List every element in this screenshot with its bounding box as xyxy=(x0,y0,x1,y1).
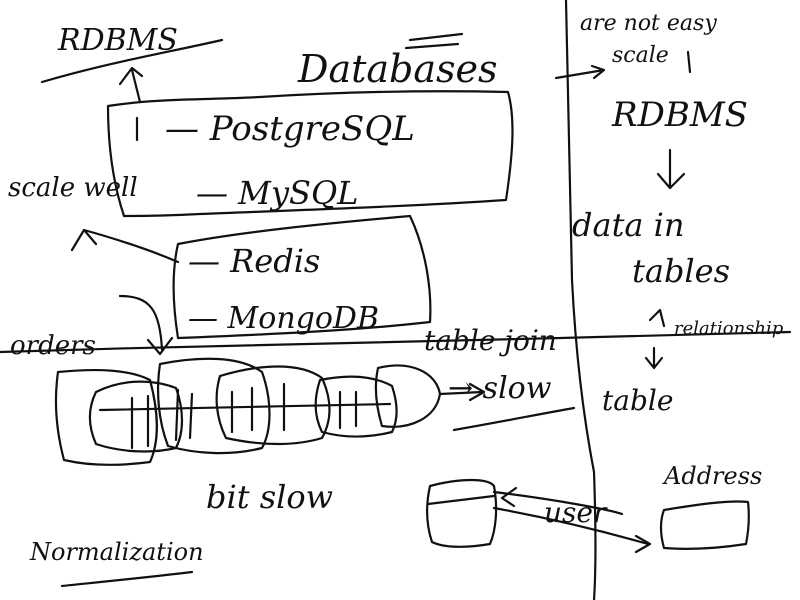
note-tick xyxy=(686,50,692,74)
horizontal-divider xyxy=(0,330,792,354)
databases-stroke-1 xyxy=(408,32,464,42)
databases-title: Databases xyxy=(297,47,498,91)
rdbms-right-label: RDBMS xyxy=(611,95,748,135)
relationship-arrow-up xyxy=(648,308,666,328)
bit-slow-label: bit slow xyxy=(206,478,333,516)
arrow-scale-well xyxy=(70,228,180,264)
data-in-label: data in xyxy=(572,206,685,244)
table-shape-6 xyxy=(374,364,442,428)
rdbms-underline xyxy=(40,38,224,84)
arrow-databases-to-note xyxy=(554,64,606,80)
table-join-label: table join xyxy=(424,324,557,357)
normalization-label: Normalization xyxy=(29,538,204,566)
table-shape-1 xyxy=(54,368,158,466)
redis-label: — Redis xyxy=(188,242,320,280)
nosql-databases-box xyxy=(172,214,432,340)
table-shape-4 xyxy=(215,365,331,446)
mongodb-label: — MongoDB xyxy=(188,301,379,336)
table-shape-2 xyxy=(88,380,184,453)
vertical-divider xyxy=(564,0,597,600)
table-join-chain xyxy=(54,357,486,466)
relationship-arrow-down xyxy=(644,346,664,370)
databases-stroke-2 xyxy=(404,42,460,50)
relationship-label: relationship xyxy=(674,318,784,339)
user-table-header-line xyxy=(426,494,496,506)
rdbms-top-left-label: RDBMS xyxy=(57,23,178,58)
slow-underline xyxy=(452,406,576,432)
normalization-underline xyxy=(60,570,194,588)
table-label: table xyxy=(602,384,673,417)
arrow-to-slow xyxy=(438,382,486,402)
address-label: Address xyxy=(662,462,762,490)
orders-label: orders xyxy=(10,331,96,361)
scale-right-label: scale xyxy=(612,43,669,68)
arrow-to-rdbms xyxy=(118,66,144,104)
sql-databases-box xyxy=(106,90,514,218)
table-shape-5 xyxy=(314,375,398,438)
table-shape-3 xyxy=(156,357,271,455)
join-line xyxy=(98,402,392,412)
arrow-user-to-table xyxy=(492,486,624,516)
scale-well-text: scale well xyxy=(8,173,138,203)
user-table-box xyxy=(426,478,498,548)
slow-label: → slow xyxy=(448,371,552,406)
postgresql-label: — PostgreSQL xyxy=(165,109,415,149)
are-not-easy-label: are not easy xyxy=(580,11,717,36)
table-shape-ticks xyxy=(130,382,358,450)
mysql-label: — MySQL xyxy=(196,174,358,212)
tables-label: tables xyxy=(632,252,730,290)
arrow-user-to-address xyxy=(492,506,652,554)
arrow-rdbms-to-data xyxy=(656,148,686,190)
scale-label: scale well xyxy=(8,173,138,203)
address-table-box xyxy=(659,500,750,550)
arrow-orders xyxy=(118,294,174,356)
